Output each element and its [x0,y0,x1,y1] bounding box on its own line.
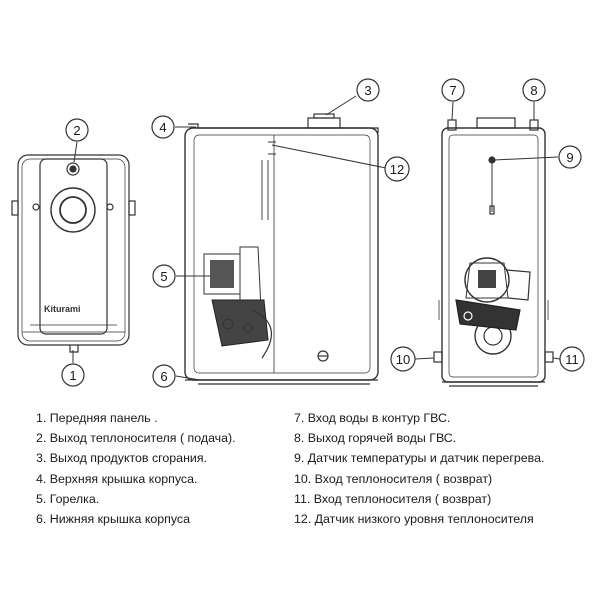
callout-8: 8 [522,78,546,102]
legend-item-3: 3. Выход продуктов сгорания. [36,451,207,466]
legend-item-7: 7. Вход воды в контур ГВС. [294,411,451,425]
callout-5-label: 5 [160,269,167,284]
front-flue-outer [50,187,96,233]
flue-outlet-top [307,117,341,129]
callout-9: 9 [558,145,582,169]
legend-item-2: 2. Выход теплоносителя ( подача). [36,431,236,446]
legend-item-5: 5. Горелка. [36,491,100,506]
front-supply-outlet [66,162,80,176]
callout-7: 7 [441,78,465,102]
callout-2-label: 2 [73,123,80,138]
legend-item-12: 12. Датчик низкого уровня теплоносителя [294,512,534,527]
callout-10: 10 [390,346,416,372]
back-view [433,117,554,387]
callout-12: 12 [384,156,410,182]
legend-left: 1. Передняя панель . 2. Выход теплоносит… [36,408,286,529]
callout-8-label: 8 [530,83,537,98]
front-left-tab [11,200,19,216]
burner [203,246,272,359]
bottom-cover [185,379,378,385]
callout-2: 2 [65,118,89,142]
leader-lines [72,95,561,381]
back-pump [455,299,521,355]
callout-7-label: 7 [449,83,456,98]
front-right-tab [128,200,136,216]
callout-4: 4 [151,115,175,139]
brand-label: Kiturami [44,304,81,314]
legend-item-10: 10. Вход теплоносителя ( возврат) [294,471,493,486]
callout-1-label: 1 [69,368,76,383]
callout-5: 5 [152,264,176,288]
callout-9-label: 9 [566,150,573,165]
callout-6: 6 [152,364,176,388]
callout-3-label: 3 [364,83,371,98]
legend-item-4: 4. Верхняя крышка корпуса. [36,471,198,486]
return-inlet-right-pipe [544,351,554,363]
callout-11: 11 [559,346,585,372]
back-flue-top [476,117,516,129]
front-body [17,154,130,346]
callout-1: 1 [61,363,85,387]
legend-item-6: 6. Нижняя крышка корпуса [36,512,191,527]
callout-3: 3 [356,78,380,102]
front-view [11,154,136,353]
return-inlet-left-pipe [433,351,443,363]
front-panel [39,158,108,335]
callout-11-label: 11 [565,352,579,367]
callout-10-label: 10 [396,352,410,367]
callout-6-label: 6 [160,369,167,384]
callout-4-label: 4 [159,120,166,135]
callout-12-label: 12 [390,162,404,177]
back-fan [464,257,531,303]
legend-item-9: 9. Датчик температуры и датчик перегрева… [294,451,545,466]
legend-right: 7. Вход воды в контур ГВС. 8. Выход горя… [294,408,594,529]
back-body [441,127,546,383]
legend-item-8: 8. Выход горячей воды ГВС. [294,431,457,446]
legend-item-1: 1. Передняя панель . [36,411,158,425]
legend-item-11: 11. Вход теплоносителя ( возврат) [294,491,492,506]
side-view [184,113,379,385]
front-flue-inner [59,196,87,224]
